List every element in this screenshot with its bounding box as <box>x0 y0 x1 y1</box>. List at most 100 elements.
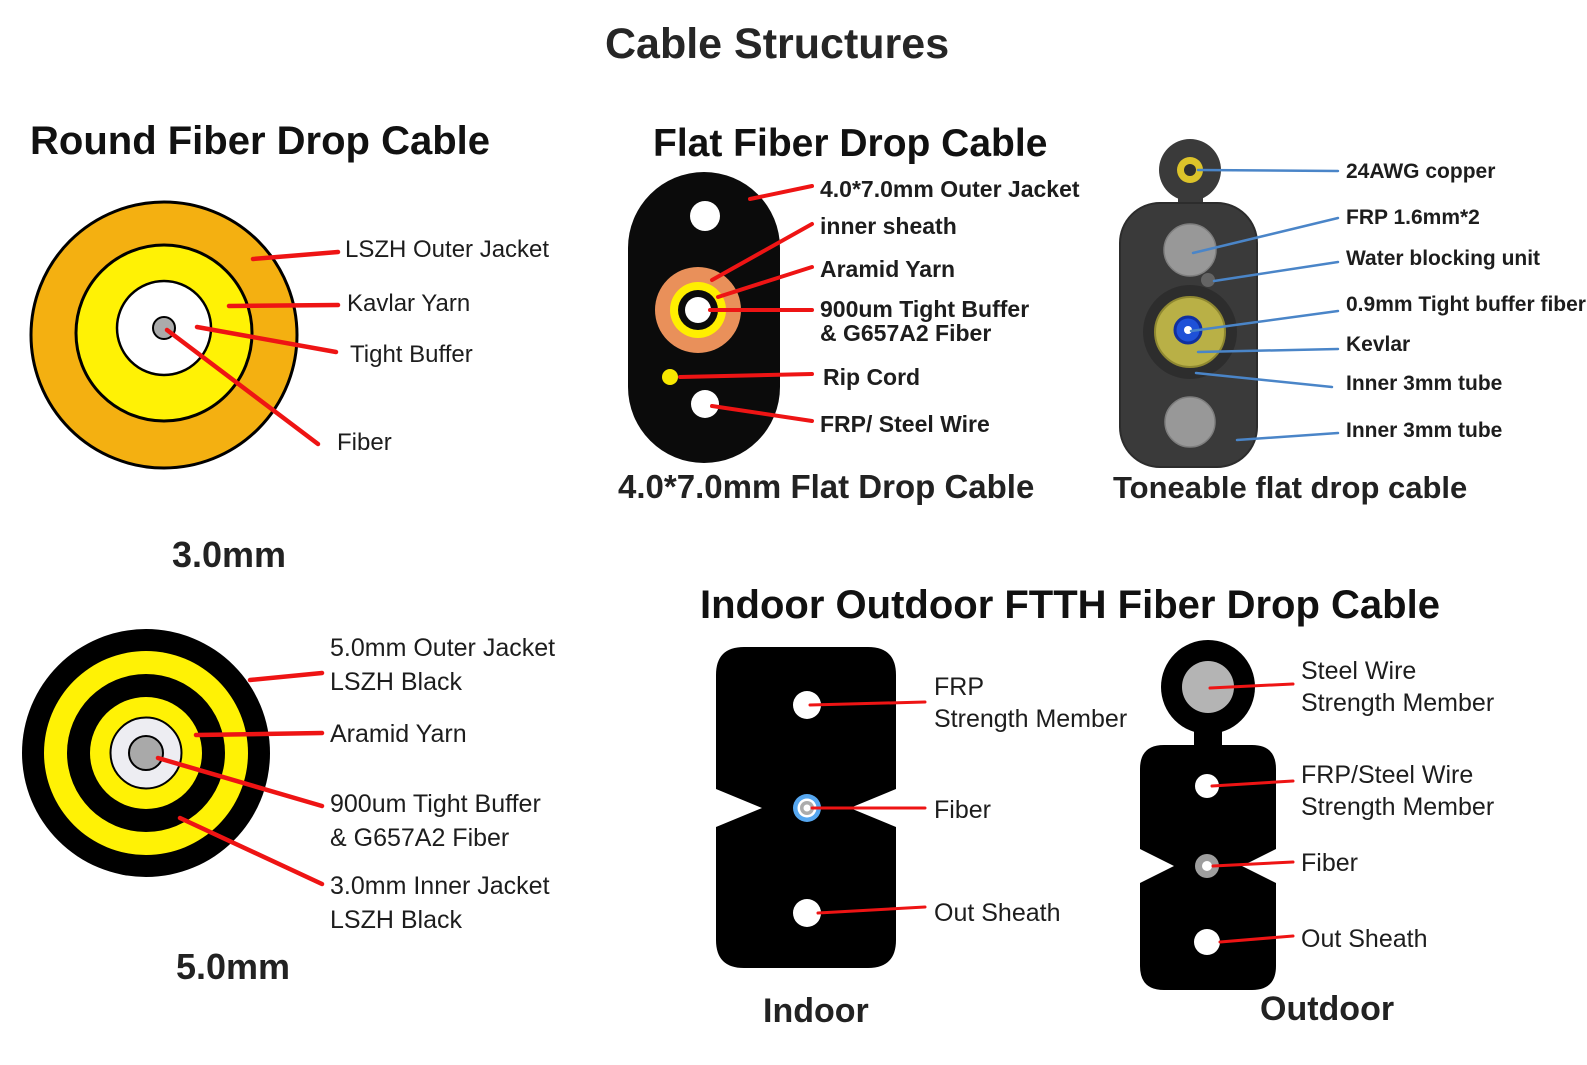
fiber-core <box>128 735 164 771</box>
frp-hole-bottom <box>1194 929 1220 955</box>
label-indoor-strength-member: Strength Member <box>934 705 1128 733</box>
round5-caption: 5.0mm <box>176 946 291 987</box>
leader-inner-sheath <box>710 222 814 282</box>
fiber-dot <box>1184 326 1192 334</box>
flat-caption: 4.0*7.0mm Flat Drop Cable <box>618 468 1035 505</box>
fiber-center <box>685 297 711 323</box>
label-inner-3mm-tube-2: Inner 3mm tube <box>1346 419 1503 442</box>
indoor-leader-lines <box>808 700 927 915</box>
frp-hole-top <box>1195 774 1219 798</box>
leader-inner-tube-1 <box>1194 371 1334 389</box>
frp-rod <box>1163 223 1217 277</box>
round-caption: 3.0mm <box>172 534 287 575</box>
label-indoor-fiber: Fiber <box>934 796 991 824</box>
label-outdoor-strength-member-1: Strength Member <box>1301 689 1495 717</box>
leader-aramid-yarn <box>193 730 325 738</box>
label-kavlar-yarn: Kavlar Yarn <box>347 290 471 317</box>
water-blocking-dot <box>1201 273 1215 287</box>
copper-core <box>1184 164 1196 176</box>
leader-frp <box>1191 216 1340 255</box>
label-outdoor-strength-member-2: Strength Member <box>1301 793 1495 821</box>
label-3mm-inner-jacket: 3.0mm Inner Jacket <box>330 872 550 900</box>
leader-frp-steel-wire <box>710 404 814 423</box>
leader-outer-jacket <box>247 670 325 683</box>
label-rip-cord: Rip Cord <box>823 364 921 390</box>
label-inner-sheath: inner sheath <box>820 213 957 239</box>
round5-cable-cross-section <box>22 629 325 887</box>
label-09mm-tight-buffer: 0.9mm Tight buffer fiber <box>1346 293 1586 316</box>
leader-24awg-copper <box>1196 168 1340 173</box>
leader-rip-cord <box>678 372 814 379</box>
label-inner-3mm-tube-1: Inner 3mm tube <box>1346 372 1503 395</box>
flat-cable-cross-section <box>628 172 814 463</box>
label-kevlar: Kevlar <box>1346 333 1411 356</box>
label-water-blocking: Water blocking unit <box>1346 247 1541 270</box>
leader-kevlar <box>1196 347 1340 354</box>
leader-inner-tube-2 <box>1235 431 1340 442</box>
fiber-center <box>803 804 811 812</box>
label-indoor-out-sheath: Out Sheath <box>934 899 1061 927</box>
round-section-heading: Round Fiber Drop Cable <box>30 119 490 163</box>
fiber-center <box>1202 861 1212 871</box>
label-900um-tight-buffer: 900um Tight Buffer <box>820 296 1030 322</box>
leader-frp <box>808 700 927 707</box>
leader-inner-jacket <box>177 815 325 887</box>
leader-fiber <box>164 327 321 447</box>
toneable-leader-lines <box>1189 168 1340 442</box>
round-cable-cross-section <box>29 200 341 470</box>
outdoor-cable-cross-section <box>1140 640 1295 990</box>
outdoor-leader-lines <box>1208 682 1295 944</box>
label-fiber: Fiber <box>337 429 392 456</box>
flat-section-heading: Flat Fiber Drop Cable <box>653 122 1048 165</box>
leader-tight-buffer <box>155 755 325 809</box>
label-g657a2-fiber-5mm: & G657A2 Fiber <box>330 824 510 852</box>
label-900um-tight-buffer-5mm: 900um Tight Buffer <box>330 790 541 818</box>
label-frp-steel-wire: FRP/ Steel Wire <box>820 411 990 437</box>
leader-steel-wire <box>1208 682 1295 690</box>
indoor-caption: Indoor <box>763 992 869 1030</box>
leader-aramid-yarn <box>716 265 814 299</box>
label-frp-16mm: FRP 1.6mm*2 <box>1346 206 1480 229</box>
steel-wire-core <box>1182 661 1234 713</box>
label-tight-buffer: Tight Buffer <box>350 341 473 368</box>
leader-outer-jacket <box>748 184 814 201</box>
rip-cord-dot <box>662 369 678 385</box>
label-outdoor-steel-wire: Steel Wire <box>1301 657 1417 685</box>
label-g657a2-fiber: & G657A2 Fiber <box>820 320 992 346</box>
leader-lszh-outer-jacket <box>250 249 341 262</box>
label-outdoor-fiber: Fiber <box>1301 849 1358 877</box>
label-outdoor-frp-steel-wire: FRP/Steel Wire <box>1301 761 1474 789</box>
leader-tight-buffer <box>194 324 339 355</box>
toneable-caption: Toneable flat drop cable <box>1113 470 1468 505</box>
leader-kavlar-yarn <box>226 302 341 309</box>
leader-water-blocking <box>1212 260 1340 283</box>
label-24awg-copper: 24AWG copper <box>1346 160 1496 183</box>
label-lszh-black-1: LSZH Black <box>330 668 462 696</box>
toneable-cable-cross-section <box>1119 139 1340 468</box>
round5-leader-lines <box>155 670 325 887</box>
label-lszh-outer-jacket: LSZH Outer Jacket <box>345 236 550 263</box>
round-leader-lines <box>164 249 341 447</box>
label-outdoor-out-sheath: Out Sheath <box>1301 925 1428 953</box>
frp-hole-bottom <box>793 899 821 927</box>
outdoor-caption: Outdoor <box>1260 990 1395 1028</box>
leader-tight-buffer-fiber <box>1189 309 1340 333</box>
leader-fiber <box>1211 860 1295 868</box>
bottom-tube <box>1164 396 1216 448</box>
label-flat-outer-jacket: 4.0*7.0mm Outer Jacket <box>820 176 1080 202</box>
indoor-cable-cross-section <box>716 647 927 968</box>
frp-hole-top <box>793 691 821 719</box>
label-lszh-black-2: LSZH Black <box>330 906 462 934</box>
ftth-section-heading: Indoor Outdoor FTTH Fiber Drop Cable <box>700 583 1440 627</box>
label-indoor-frp: FRP <box>934 673 984 701</box>
label-aramid-yarn: Aramid Yarn <box>820 256 956 282</box>
leader-out-sheath <box>1218 934 1295 944</box>
page-title: Cable Structures <box>605 20 950 68</box>
leader-frp-steel <box>1210 779 1295 788</box>
strength-wire-bottom <box>691 390 719 418</box>
leader-out-sheath <box>816 905 927 915</box>
flat-leader-lines <box>678 184 814 423</box>
label-5mm-outer-jacket: 5.0mm Outer Jacket <box>330 634 556 662</box>
